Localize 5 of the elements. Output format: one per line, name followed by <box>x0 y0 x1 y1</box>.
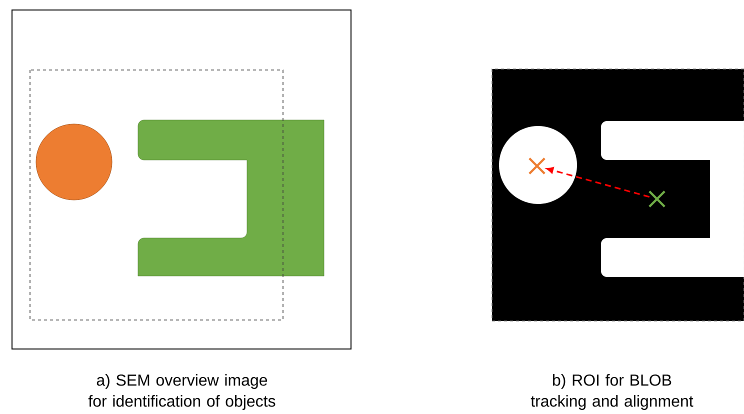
cross-marker <box>648 190 666 208</box>
cross-marker <box>528 157 546 175</box>
arrow <box>546 167 650 198</box>
node-label: b) ROI for BLOB tracking and alignment <box>530 374 694 410</box>
node-label: a) SEM overview image for identification of objects <box>88 374 276 410</box>
